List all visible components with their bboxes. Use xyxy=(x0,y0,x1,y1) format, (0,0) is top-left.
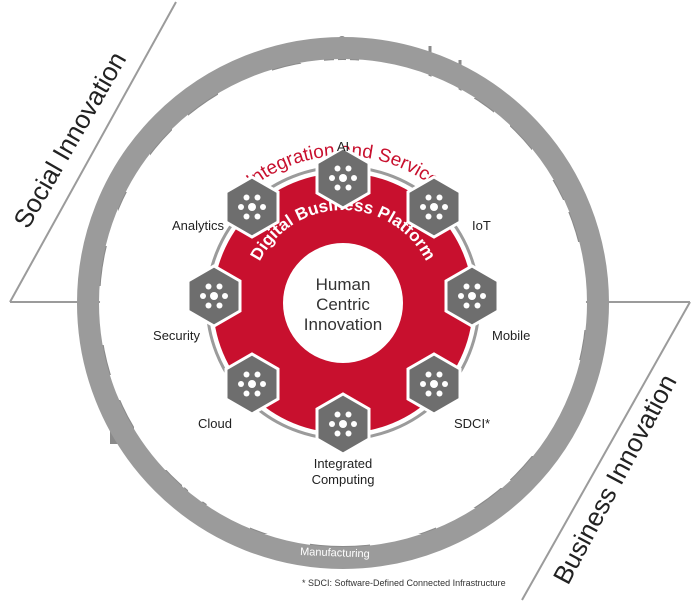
tech-label: AI xyxy=(337,139,349,154)
tech-analytics: Analytics xyxy=(172,175,280,239)
iot-nodes-icon xyxy=(420,194,448,220)
mobile-people-icon xyxy=(458,283,486,309)
tech-label: Security xyxy=(153,328,200,343)
center-line-2: Centric xyxy=(316,295,370,314)
center-line-1: Human xyxy=(316,275,371,294)
ai-network-icon xyxy=(329,165,357,191)
tech-label: Mobile xyxy=(492,328,530,343)
outer-gray-ring xyxy=(77,37,609,569)
center-text: Human Centric Innovation xyxy=(304,275,382,334)
tech-label: SDCI* xyxy=(454,416,490,431)
tech-label: Cloud xyxy=(198,416,232,431)
business-innovation-frame xyxy=(521,301,691,601)
tech-ai: AI xyxy=(315,139,371,210)
server-stack-icon xyxy=(329,411,357,437)
platform-center xyxy=(283,243,403,363)
grid-dots-icon xyxy=(238,194,266,220)
footnote: * SDCI: Software-Defined Connected Infra… xyxy=(302,578,506,588)
lock-shield-icon xyxy=(200,283,228,309)
center-line-3: Innovation xyxy=(304,315,382,334)
cloud-blocks-icon xyxy=(238,371,266,397)
tech-label: Integrated xyxy=(314,456,373,471)
tech-label: Computing xyxy=(312,472,375,487)
tech-mobile: Mobile xyxy=(444,264,530,343)
social-innovation-frame xyxy=(9,1,177,303)
sector-manufacturing: Manufacturing xyxy=(300,546,370,560)
tech-security: Security xyxy=(153,264,242,343)
globe-grid-icon xyxy=(420,371,448,397)
tech-cloud: Cloud xyxy=(198,352,280,431)
tech-iot: IoT xyxy=(406,175,491,239)
tech-label: Analytics xyxy=(172,218,225,233)
tech-label: IoT xyxy=(472,218,491,233)
tech-sdci: SDCI* xyxy=(406,352,490,431)
